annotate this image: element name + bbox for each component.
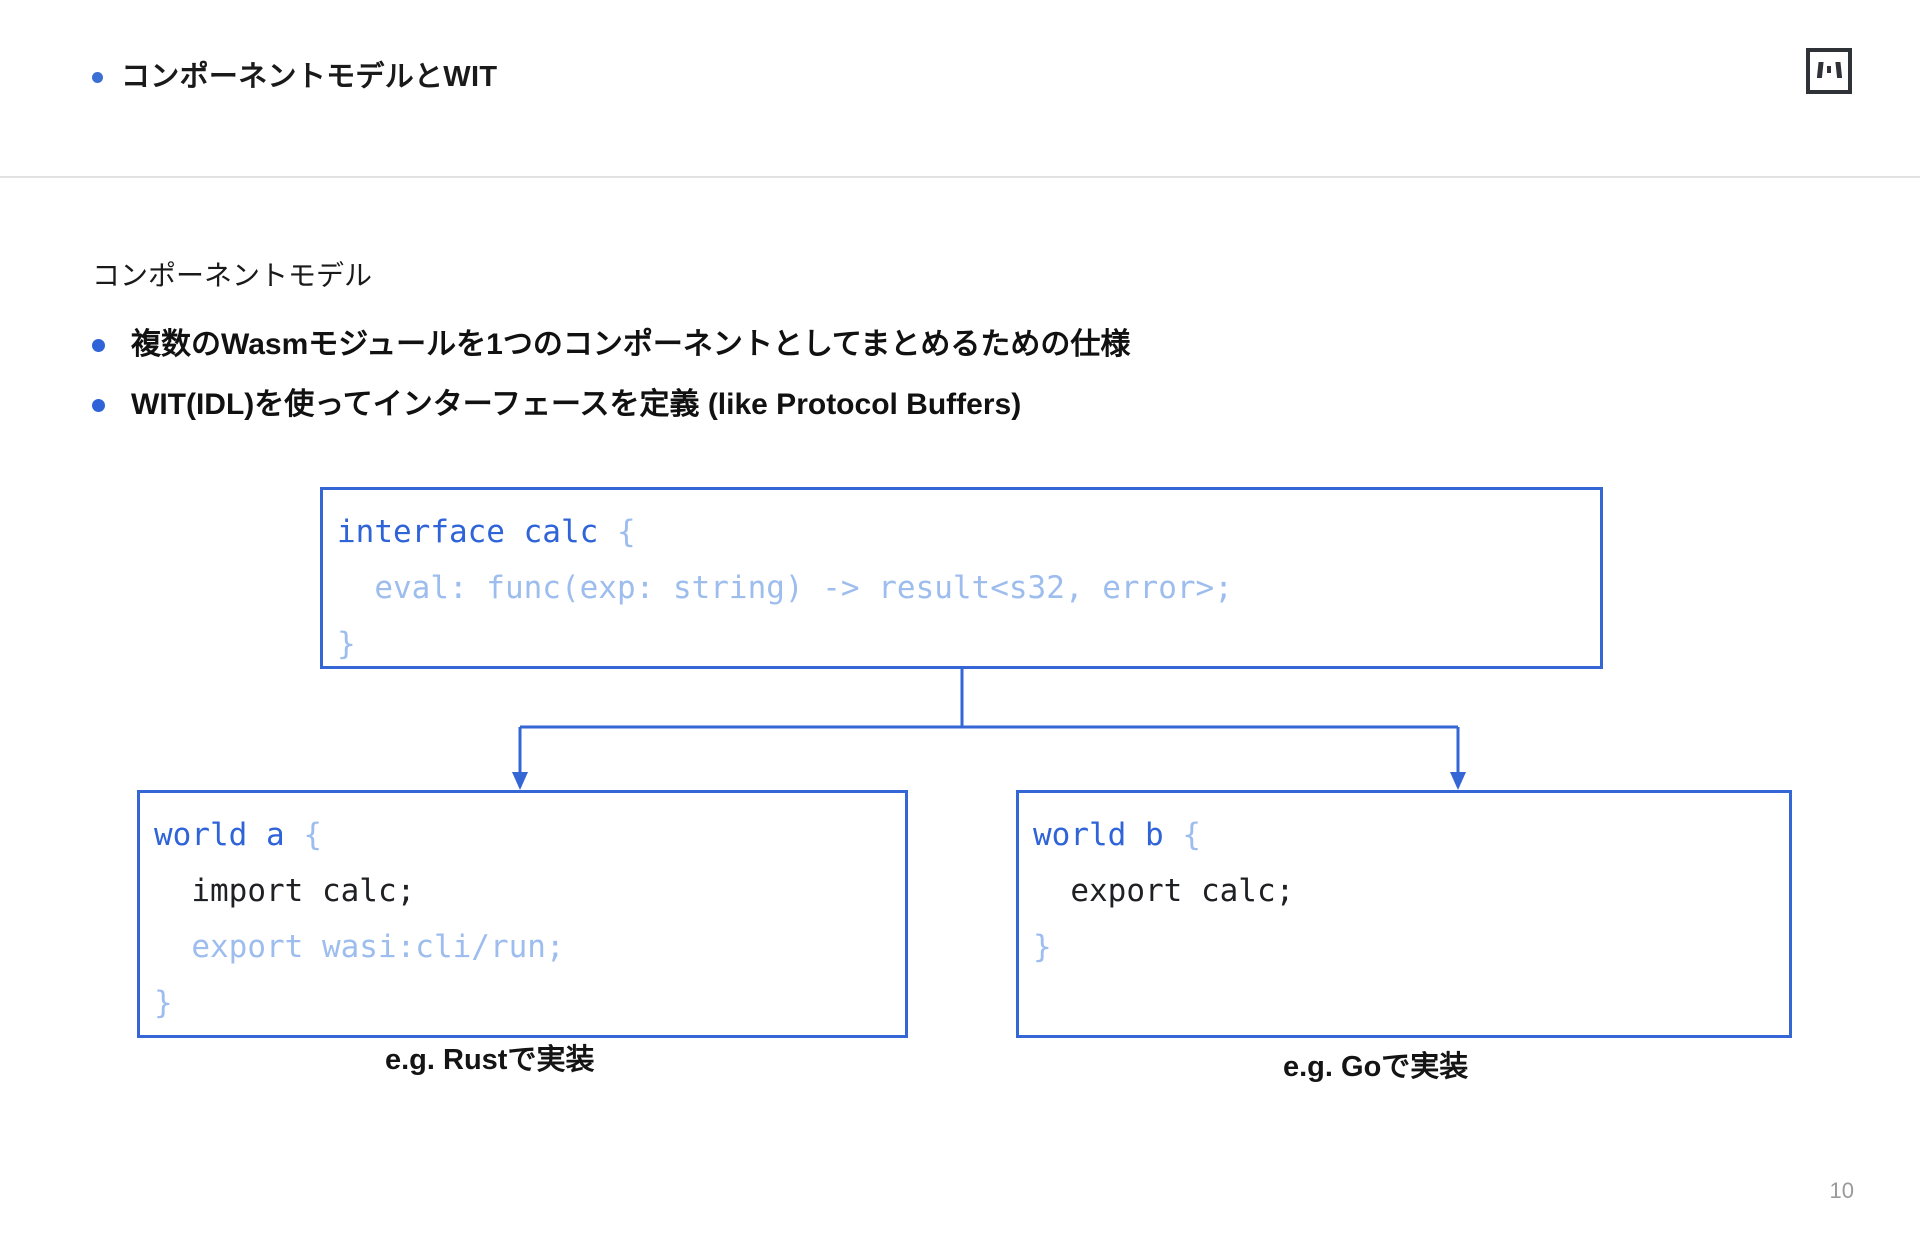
code-line: export calc; (1033, 863, 1789, 919)
code-token: { (1182, 817, 1201, 853)
bullet-dot-icon (92, 398, 105, 412)
code-token: export calc; (1033, 873, 1295, 909)
code-line: } (1033, 919, 1789, 975)
caption-world-a: e.g. Rustで実装 (385, 1044, 595, 1076)
code-token: world b (1033, 817, 1183, 853)
page-title: コンポーネントモデルとWIT (121, 61, 498, 93)
code-token: { (616, 514, 636, 550)
code-line: } (154, 975, 905, 1031)
bullet-label: WIT(IDL)を使ってインターフェースを定義 (like Protocol B… (131, 388, 1022, 421)
page-number: 10 (1829, 1178, 1854, 1203)
code-block-world-b: world b { export calc;} (1016, 790, 1792, 1038)
arrowhead-left-icon (512, 772, 528, 790)
bullet-dot-icon (92, 338, 105, 352)
code-line: world a { (154, 807, 905, 863)
code-token: } (1033, 929, 1052, 965)
bullet-dot-icon (92, 72, 103, 83)
header-divider (0, 176, 1920, 178)
code-token: { (303, 817, 322, 853)
code-line: import calc; (154, 863, 905, 919)
bullet-label: 複数のWasmモジュールを1つのコンポーネントとしてまとめるための仕様 (131, 328, 1131, 361)
code-token: export wasi:cli/run; (154, 929, 565, 965)
code-token: } (154, 985, 173, 1021)
code-token: eval: func(exp: string) -> result<s32, e… (337, 570, 1233, 606)
code-line: interface calc { (337, 504, 1600, 560)
code-line: eval: func(exp: string) -> result<s32, e… (337, 560, 1600, 616)
code-line: export wasi:cli/run; (154, 919, 905, 975)
code-block-interface-calc: interface calc { eval: func(exp: string)… (320, 487, 1603, 669)
brand-logo-icon (1806, 48, 1852, 94)
code-block-world-a: world a { import calc; export wasi:cli/r… (137, 790, 908, 1038)
code-token: } (337, 626, 356, 662)
bullet-item-1: WIT(IDL)を使ってインターフェースを定義 (like Protocol B… (92, 390, 1021, 420)
bullet-item-0: 複数のWasmモジュールを1つのコンポーネントとしてまとめるための仕様 (92, 330, 1130, 360)
code-token: import calc; (154, 873, 416, 909)
caption-world-b: e.g. Goで実装 (1283, 1051, 1469, 1083)
arrowhead-right-icon (1450, 772, 1466, 790)
code-token: world a (154, 817, 304, 853)
header-title-row: コンポーネントモデルとWIT (92, 63, 497, 92)
code-line: world b { (1033, 807, 1789, 863)
slide-header: コンポーネントモデルとWIT (0, 0, 1920, 177)
code-token: interface calc (337, 514, 617, 550)
code-line: } (337, 616, 1600, 666)
lead-text: コンポーネントモデル (92, 260, 373, 291)
